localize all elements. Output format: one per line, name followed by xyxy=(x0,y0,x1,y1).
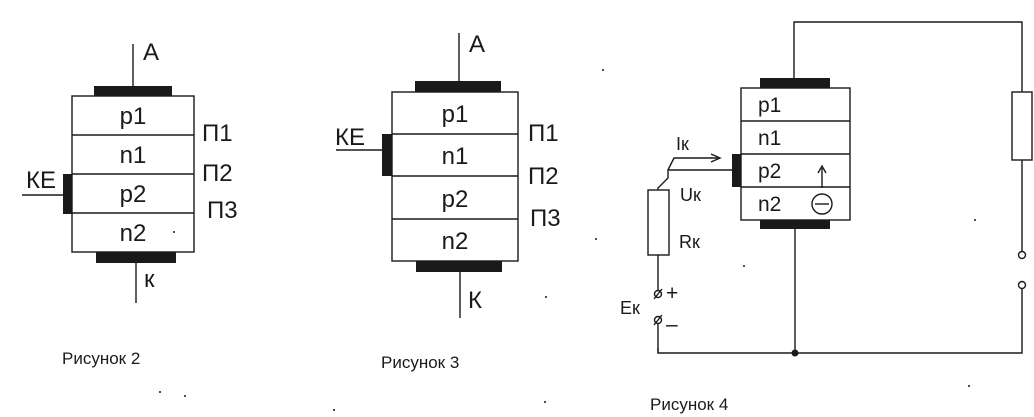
fig3-anode-label: A xyxy=(469,31,485,58)
fig3-layer-p2: p2 xyxy=(442,186,469,213)
fig2-layer-p1: p1 xyxy=(120,103,147,130)
fig4-layer-p2: p2 xyxy=(758,160,781,183)
fig2-cathode-electrode xyxy=(96,252,176,263)
fig3-control-electrode xyxy=(382,134,392,176)
fig2-control-electrode xyxy=(63,174,72,214)
fig3-layer-p1: p1 xyxy=(442,101,469,128)
fig3-caption: Рисунок 3 xyxy=(381,353,459,372)
fig4-minus-sign: – xyxy=(666,313,678,336)
fig3-layer-n2: n2 xyxy=(442,228,469,255)
fig2-anode-electrode xyxy=(94,86,172,96)
fig3-anode-electrode xyxy=(415,81,501,92)
fig4-voltage-label: Uк xyxy=(680,185,701,205)
fig4-terminal xyxy=(1017,250,1027,260)
scan-specks xyxy=(159,69,976,411)
fig3-cathode-electrode xyxy=(416,261,502,272)
fig2-cathode-label: к xyxy=(144,266,155,293)
fig4-caption: Рисунок 4 xyxy=(650,395,728,414)
fig2-caption: Рисунок 2 xyxy=(62,349,140,368)
fig2-control-label: КЕ xyxy=(26,167,56,194)
fig4-layer-p1: p1 xyxy=(758,94,781,117)
fig4-control-wire xyxy=(657,169,732,190)
fig3-layer-n1: n1 xyxy=(442,143,469,170)
fig2-junction-label: П3 xyxy=(207,197,238,224)
fig4-terminal-slash xyxy=(653,288,663,300)
fig4-current-arrow-icon xyxy=(667,157,718,171)
fig4-terminal xyxy=(1017,280,1027,290)
fig4-carrier-arrow-head xyxy=(817,164,827,174)
fig4-control-electrode xyxy=(732,154,741,187)
figure-4: p1 n1 p2 n2 Iк Uк Rк + – Eк Рисунок 4 xyxy=(620,21,1033,414)
fig4-electron-icon xyxy=(811,193,833,215)
fig2-anode-label: A xyxy=(143,39,159,66)
fig4-anode-electrode xyxy=(760,78,830,88)
fig4-cathode-electrode xyxy=(760,220,830,229)
fig3-junction-label: П3 xyxy=(530,205,561,232)
fig2-junction-label: П2 xyxy=(202,160,233,187)
fig3-junction-label: П1 xyxy=(528,120,559,147)
fig2-layer-n1: n1 xyxy=(120,142,147,169)
fig4-control-resistor xyxy=(647,189,670,256)
fig4-resistor-label: Rк xyxy=(679,232,700,252)
fig2-junction-label: П1 xyxy=(202,120,233,147)
fig4-current-label: Iк xyxy=(676,134,689,154)
fig3-control-label: КЕ xyxy=(335,124,365,151)
fig4-load-resistor xyxy=(1011,91,1033,161)
fig4-source-label: Eк xyxy=(620,298,640,318)
fig3-cathode-label: К xyxy=(468,287,482,314)
fig3-junction-label: П2 xyxy=(528,163,559,190)
fig4-top-wire xyxy=(793,21,1023,92)
fig4-plus-sign: + xyxy=(666,282,678,305)
figure-2: A p1 n1 p2 n2 П1 П2 П3 КЕ к Рисунок 2 xyxy=(22,39,238,368)
fig4-layer-n1: n1 xyxy=(758,127,781,150)
fig2-layer-p2: p2 xyxy=(120,181,147,208)
figure-3: A p1 n1 p2 n2 П1 П2 П3 КЕ К Рисунок 3 xyxy=(335,31,561,372)
fig4-current-arrow-head xyxy=(710,153,722,163)
fig2-layer-n2: n2 xyxy=(120,220,147,247)
fig4-terminal-slash xyxy=(653,314,663,326)
fig4-junction-dot xyxy=(791,349,799,357)
fig4-layer-n2: n2 xyxy=(758,193,781,216)
fig4-bottom-wire xyxy=(657,289,1023,354)
